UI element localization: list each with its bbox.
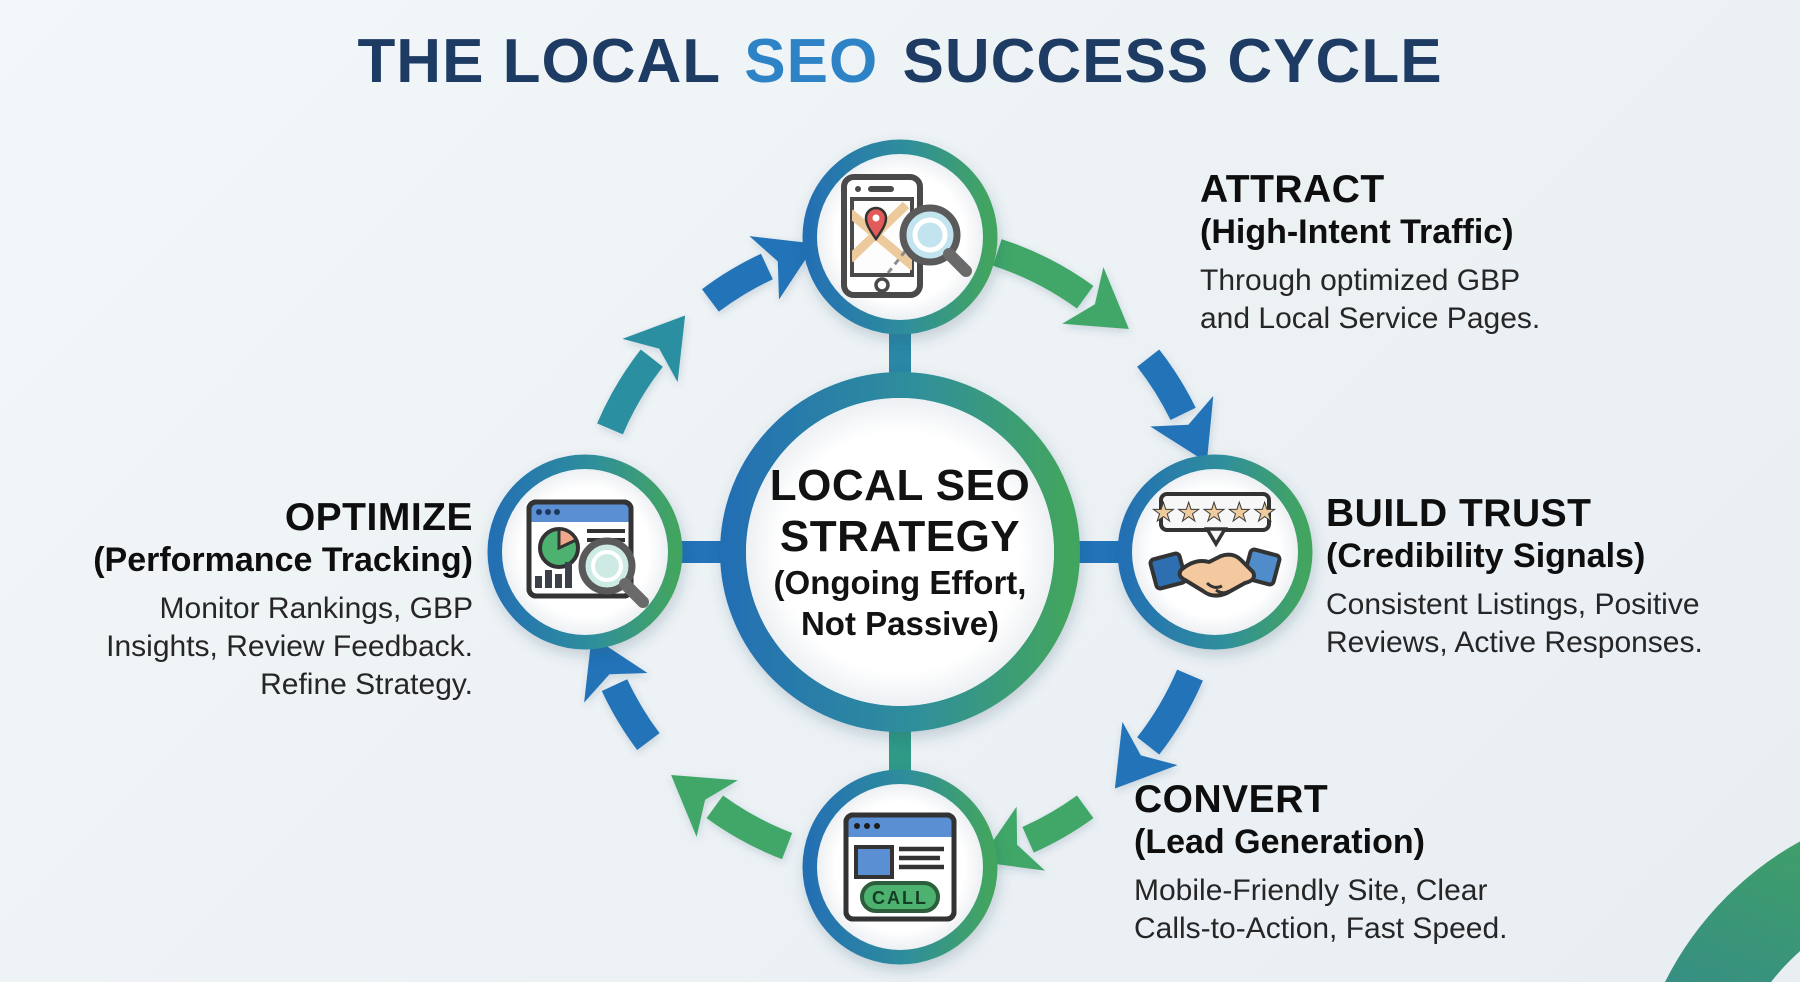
center-hub-text: LOCAL SEO STRATEGY (Ongoing Effort, Not …	[746, 400, 1054, 704]
webpage-call-button-icon: CALL	[843, 812, 957, 922]
build-trust-heading: BUILD TRUST	[1326, 492, 1592, 535]
attract-subheading: (High-Intent Traffic)	[1200, 213, 1514, 252]
optimize-body: Monitor Rankings, GBP Insights, Review F…	[106, 591, 473, 701]
optimize-heading: OPTIMIZE	[284, 496, 473, 539]
convert-heading: CONVERT	[1134, 778, 1329, 821]
label-build-trust: BUILD TRUST (Credibility Signals) Consis…	[1326, 492, 1703, 662]
cycle-arrows	[584, 236, 1214, 871]
hub-connector-stubs	[676, 326, 1124, 778]
arrow-convert-to-optimize-2	[584, 636, 660, 751]
analytics-magnifier-icon	[526, 499, 649, 608]
label-optimize: OPTIMIZE (Performance Tracking) Monitor …	[93, 496, 473, 704]
arrow-build-trust-to-convert-1	[1114, 669, 1203, 789]
five-stars-glyphs: ★★★★★	[1152, 498, 1279, 528]
attract-body: Through optimized GBP and Local Service …	[1200, 263, 1541, 335]
arrow-convert-to-optimize-1	[671, 775, 793, 860]
convert-body: Mobile-Friendly Site, Clear Calls-to-Act…	[1134, 873, 1508, 945]
title-seo-highlight: SEO	[744, 27, 879, 96]
title-part2: SUCCESS CYCLE	[902, 27, 1443, 96]
node-build-trust	[1117, 454, 1313, 650]
label-attract: ATTRACT (High-Intent Traffic) Through op…	[1200, 168, 1540, 338]
phone-map-search-icon	[841, 174, 972, 298]
arrow-optimize-to-attract-2	[701, 236, 816, 312]
hub-sub-line1: (Ongoing Effort,	[773, 564, 1027, 602]
build-trust-subheading: (Credibility Signals)	[1326, 537, 1646, 576]
build-trust-body: Consistent Listings, Positive Reviews, A…	[1326, 587, 1703, 659]
hub-title-line1: LOCAL SEO	[769, 461, 1031, 511]
call-button-label: CALL	[872, 888, 928, 908]
title-part1: THE LOCAL	[357, 27, 721, 96]
arrow-attract-to-build-trust-1	[992, 239, 1129, 329]
handshake-five-stars-icon: ★★★★★	[1148, 492, 1282, 598]
convert-subheading: (Lead Generation)	[1134, 823, 1425, 862]
magnifier-icon	[578, 537, 636, 595]
attract-heading: ATTRACT	[1200, 168, 1385, 211]
label-convert: CONVERT (Lead Generation) Mobile-Friendl…	[1134, 778, 1508, 948]
center-hub-circle	[720, 372, 1080, 732]
optimize-subheading: (Performance Tracking)	[93, 541, 473, 580]
call-button	[860, 881, 940, 913]
hub-title-line2: STRATEGY	[779, 512, 1021, 562]
magnifier-icon	[899, 204, 961, 266]
bar-chart-icon	[535, 562, 572, 588]
page-title: THE LOCAL SEO SUCCESS CYCLE	[0, 26, 1800, 97]
arrow-attract-to-build-trust-2	[1137, 349, 1214, 463]
hub-sub-line2: Not Passive)	[800, 605, 1000, 643]
corner-swoosh-decoration	[1665, 841, 1800, 982]
arrow-optimize-to-attract-1	[597, 315, 686, 435]
